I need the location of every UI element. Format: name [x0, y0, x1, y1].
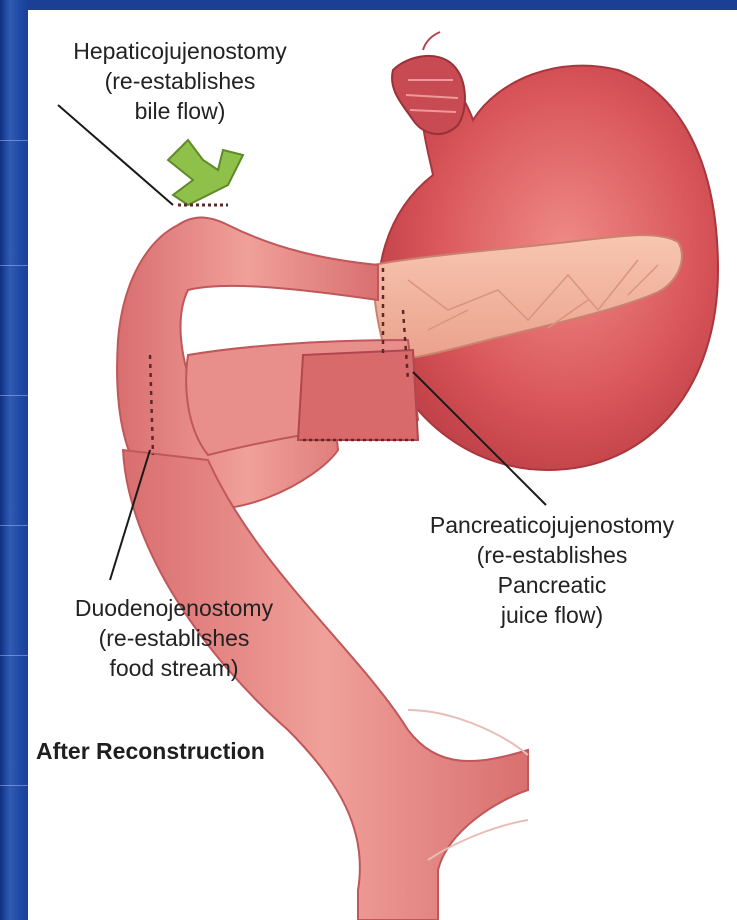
- duodenojejunostomy-label: Duodenojenostomy (re-establishes food st…: [28, 593, 320, 683]
- duodeno-line-3: food stream): [28, 653, 320, 683]
- pancreaticojejunostomy-label: Pancreaticojujenostomy (re-establishes P…: [372, 510, 732, 630]
- hepaticojejunostomy-label: Hepaticojujenostomy (re-establishes bile…: [30, 36, 330, 126]
- anatomy-illustration: [28, 10, 737, 920]
- duodeno-line-2: (re-establishes: [28, 623, 320, 653]
- bile-duct: [168, 140, 243, 205]
- hepatico-line-1: Hepaticojujenostomy: [30, 36, 330, 66]
- pancreatico-line-2: (re-establishes: [372, 540, 732, 570]
- hepatico-line-2: (re-establishes: [30, 66, 330, 96]
- slide-edge-lines: [0, 0, 28, 920]
- hepatico-line-3: bile flow): [30, 96, 330, 126]
- figure-caption: After Reconstruction: [36, 738, 265, 765]
- diagram-panel: Hepaticojujenostomy (re-establishes bile…: [28, 10, 737, 920]
- pancreatico-line-3: Pancreatic: [372, 570, 732, 600]
- duodeno-line-1: Duodenojenostomy: [28, 593, 320, 623]
- pancreatico-line-4: juice flow): [372, 600, 732, 630]
- pancreatico-line-1: Pancreaticojujenostomy: [372, 510, 732, 540]
